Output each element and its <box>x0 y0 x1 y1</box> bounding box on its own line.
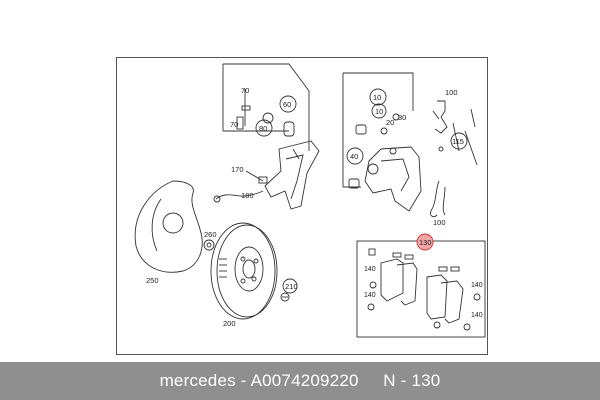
callout-40 <box>346 147 364 165</box>
label-180: 180 <box>241 191 254 200</box>
wear-sensor-180 <box>213 190 264 203</box>
label-20: 20 <box>386 118 394 127</box>
callout-10-top <box>369 88 387 106</box>
bolt-260 <box>203 239 215 251</box>
label-100-top: 100 <box>445 88 458 97</box>
label-140-d: 140 <box>471 312 483 319</box>
parts-diagram: 70 70 60 80 170 180 250 260 200 210 10 1… <box>116 57 488 355</box>
label-140-c: 140 <box>471 282 483 289</box>
label-210: 210 <box>285 282 298 291</box>
label-140-a: 140 <box>364 266 376 273</box>
brake-shield-250 <box>134 180 203 273</box>
label-140-b: 140 <box>364 292 376 299</box>
callout-10 <box>371 103 387 119</box>
label-260: 260 <box>204 230 217 239</box>
brake-disc-200 <box>210 222 278 320</box>
screw-210 <box>280 292 290 302</box>
label-200: 200 <box>223 319 236 328</box>
diagram-labels: 70 70 60 80 170 180 250 260 200 210 10 1… <box>146 86 483 328</box>
diagram-canvas: 70 70 60 80 170 180 250 260 200 210 10 1… <box>134 63 486 338</box>
brake-pad-set-box <box>356 240 486 338</box>
callout-115 <box>450 132 468 150</box>
part-number-caption: mercedes - A0074209220 N - 130 <box>159 371 441 390</box>
label-10: 10 <box>375 107 383 116</box>
bolt-group-70-80 <box>222 63 310 151</box>
label-70-top: 70 <box>241 86 249 95</box>
label-70: 70 <box>230 120 238 129</box>
label-100: 100 <box>433 218 446 227</box>
label-170: 170 <box>231 165 244 174</box>
caliper-bracket <box>264 140 320 210</box>
label-80: 80 <box>259 124 267 133</box>
hardware-group-100 <box>430 100 478 218</box>
label-40: 40 <box>350 152 358 161</box>
callout-80 <box>255 119 273 137</box>
label-250: 250 <box>146 276 159 285</box>
label-130: 130 <box>419 238 432 247</box>
label-60: 60 <box>283 100 291 109</box>
label-30: 30 <box>398 113 406 122</box>
callout-60 <box>279 95 297 113</box>
caption-bar: mercedes - A0074209220 N - 130 <box>0 362 600 400</box>
callout-210 <box>282 278 298 294</box>
bolt-170 <box>245 170 268 184</box>
caliper-housing-group <box>342 72 422 212</box>
callout-130-highlight <box>416 233 434 251</box>
label-10-top: 10 <box>373 93 381 102</box>
label-115: 115 <box>452 137 464 146</box>
